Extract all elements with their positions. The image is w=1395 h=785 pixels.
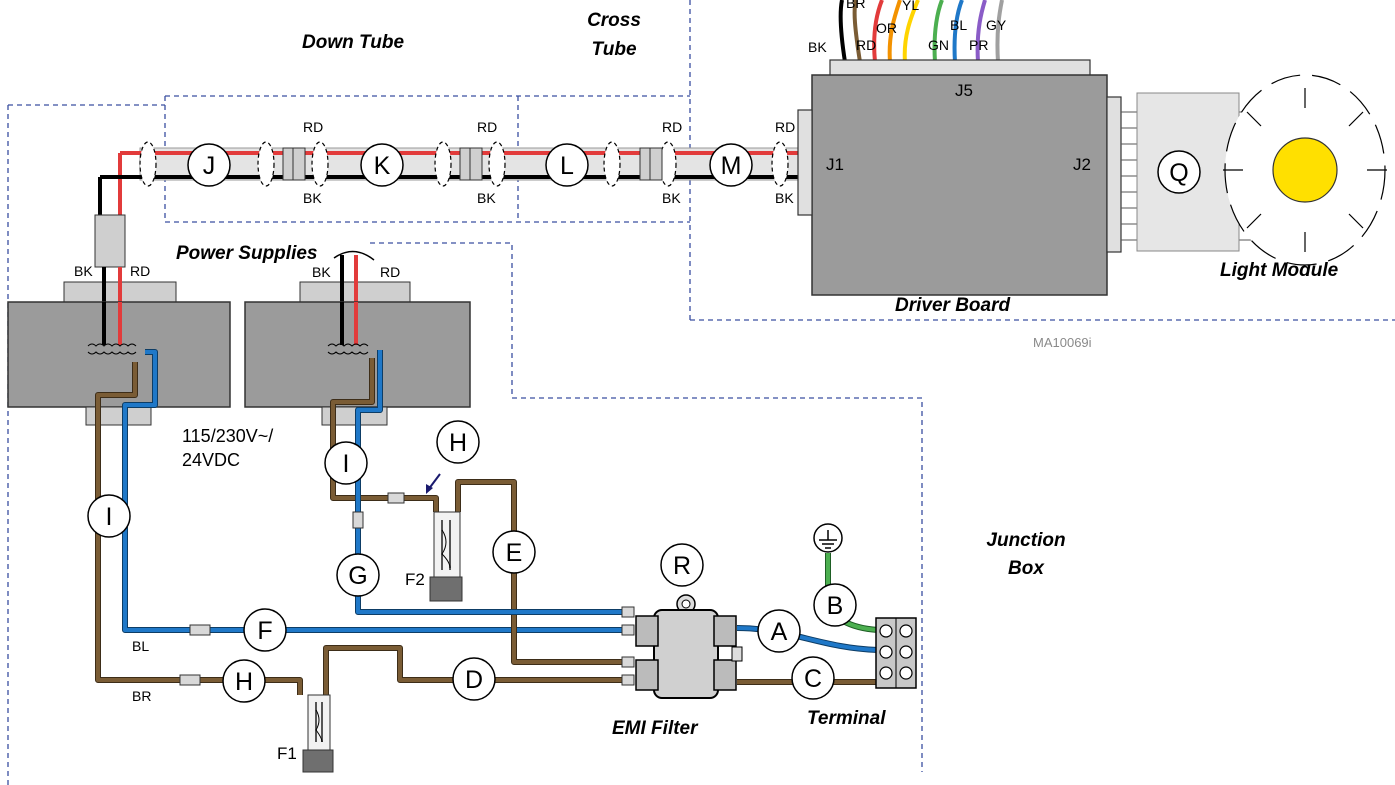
emi-filter: [635, 594, 743, 699]
figure-id-label: MA10069i: [1033, 335, 1092, 350]
wire-label-yl: YL: [902, 0, 919, 13]
svg-text:F: F: [257, 617, 272, 645]
power-supply-1: [7, 214, 231, 426]
fuse-f1: [302, 694, 334, 773]
svg-text:B: B: [827, 592, 844, 620]
svg-text:K: K: [374, 152, 391, 180]
svg-text:Q: Q: [1169, 159, 1188, 187]
callout-l: L: [545, 143, 589, 187]
j5-label: J5: [955, 81, 973, 100]
fuse-f2: [429, 511, 463, 602]
callout-q: Q: [1157, 150, 1201, 194]
svg-text:D: D: [465, 666, 483, 694]
callout-g: G: [336, 553, 380, 597]
svg-text:G: G: [348, 562, 367, 590]
wire-label-rd: RD: [856, 37, 876, 53]
wire-label-rd: RD: [662, 119, 682, 135]
j1-connector: [797, 109, 813, 216]
callout-h-bottom: H: [222, 659, 266, 703]
voltage-label-2: 24VDC: [182, 450, 240, 470]
junction-box-label-2: Box: [1008, 558, 1045, 579]
svg-text:I: I: [343, 450, 350, 478]
svg-text:C: C: [804, 665, 822, 693]
inline-crimps: [179, 492, 635, 686]
wire-label-bk: BK: [477, 190, 496, 206]
light-module-label: Light Module: [1220, 260, 1339, 281]
ps1-cable-connector: [94, 214, 126, 268]
wire-label-rd: RD: [303, 119, 323, 135]
terminal-block: [875, 617, 917, 689]
power-supplies-label: Power Supplies: [176, 243, 317, 264]
light-module: [1223, 74, 1387, 266]
callout-j: J: [187, 143, 231, 187]
j2-connector: [1106, 96, 1122, 253]
svg-text:M: M: [721, 152, 742, 180]
callout-e: E: [492, 530, 536, 574]
callout-b: B: [813, 583, 857, 627]
wire-label-bk: BK: [662, 190, 681, 206]
wire-label-br: BR: [132, 688, 151, 704]
svg-text:E: E: [506, 539, 523, 567]
junction-box-label-1: Junction: [986, 530, 1065, 551]
driver-board-label: Driver Board: [895, 295, 1010, 316]
callout-f: F: [243, 608, 287, 652]
wire-label-or: OR: [876, 20, 897, 36]
ps2-wire-label-rd: RD: [380, 264, 400, 280]
callout-m: M: [709, 143, 753, 187]
emi-filter-label: EMI Filter: [612, 718, 699, 739]
j1-label: J1: [826, 155, 844, 174]
ps1-wire-label-bk: BK: [74, 263, 93, 279]
svg-text:J: J: [203, 152, 216, 180]
callout-k: K: [360, 143, 404, 187]
callout-r: R: [660, 543, 704, 587]
f2-label: F2: [405, 570, 425, 589]
wire-label-gn: GN: [928, 37, 949, 53]
svg-text:L: L: [560, 152, 574, 180]
driver-board-housing: [811, 74, 1108, 296]
callout-i-right: I: [324, 441, 368, 485]
wire-label-pr: PR: [969, 37, 988, 53]
wire-label-br: BR: [846, 0, 865, 11]
callout-a: A: [757, 609, 801, 653]
svg-text:R: R: [673, 552, 691, 580]
f1-label: F1: [277, 744, 297, 763]
voltage-label-1: 115/230V~/: [182, 426, 273, 446]
wire-label-rd: RD: [477, 119, 497, 135]
ps1-wire-label-rd: RD: [130, 263, 150, 279]
callouts: J K L M Q I I H: [87, 143, 1201, 703]
wire-label-bl: BL: [132, 638, 149, 654]
j5-connector: [829, 59, 1091, 77]
harness-cable: [98, 141, 801, 215]
svg-text:H: H: [449, 429, 467, 457]
cross-tube-label-1: Cross: [587, 10, 641, 31]
terminal-label: Terminal: [807, 708, 886, 729]
wire-label-bk: BK: [808, 39, 827, 55]
svg-text:I: I: [106, 503, 113, 531]
wire-label-bk: BK: [775, 190, 794, 206]
svg-text:H: H: [235, 668, 253, 696]
light-rays: [1223, 88, 1387, 252]
wire-label-rd: RD: [775, 119, 795, 135]
cross-tube-label-2: Tube: [591, 39, 636, 60]
svg-text:A: A: [771, 618, 788, 646]
ground-icon: [813, 523, 843, 553]
power-supply-2: [244, 250, 471, 426]
callout-c: C: [791, 656, 835, 700]
lamp-icon: [1272, 137, 1338, 203]
callout-i-left: I: [87, 494, 131, 538]
j2-label: J2: [1073, 155, 1091, 174]
wire-label-bk: BK: [303, 190, 322, 206]
callout-h-top: H: [436, 420, 480, 464]
callout-d: D: [452, 657, 496, 701]
driver-board: BR OR YL RD BK BL GY GN PR J5 J1 J2: [797, 0, 1122, 296]
down-tube-label: Down Tube: [302, 32, 404, 53]
wire-label-gy: GY: [986, 17, 1007, 33]
ps2-wire-label-bk: BK: [312, 264, 331, 280]
wire-label-bl: BL: [950, 17, 967, 33]
